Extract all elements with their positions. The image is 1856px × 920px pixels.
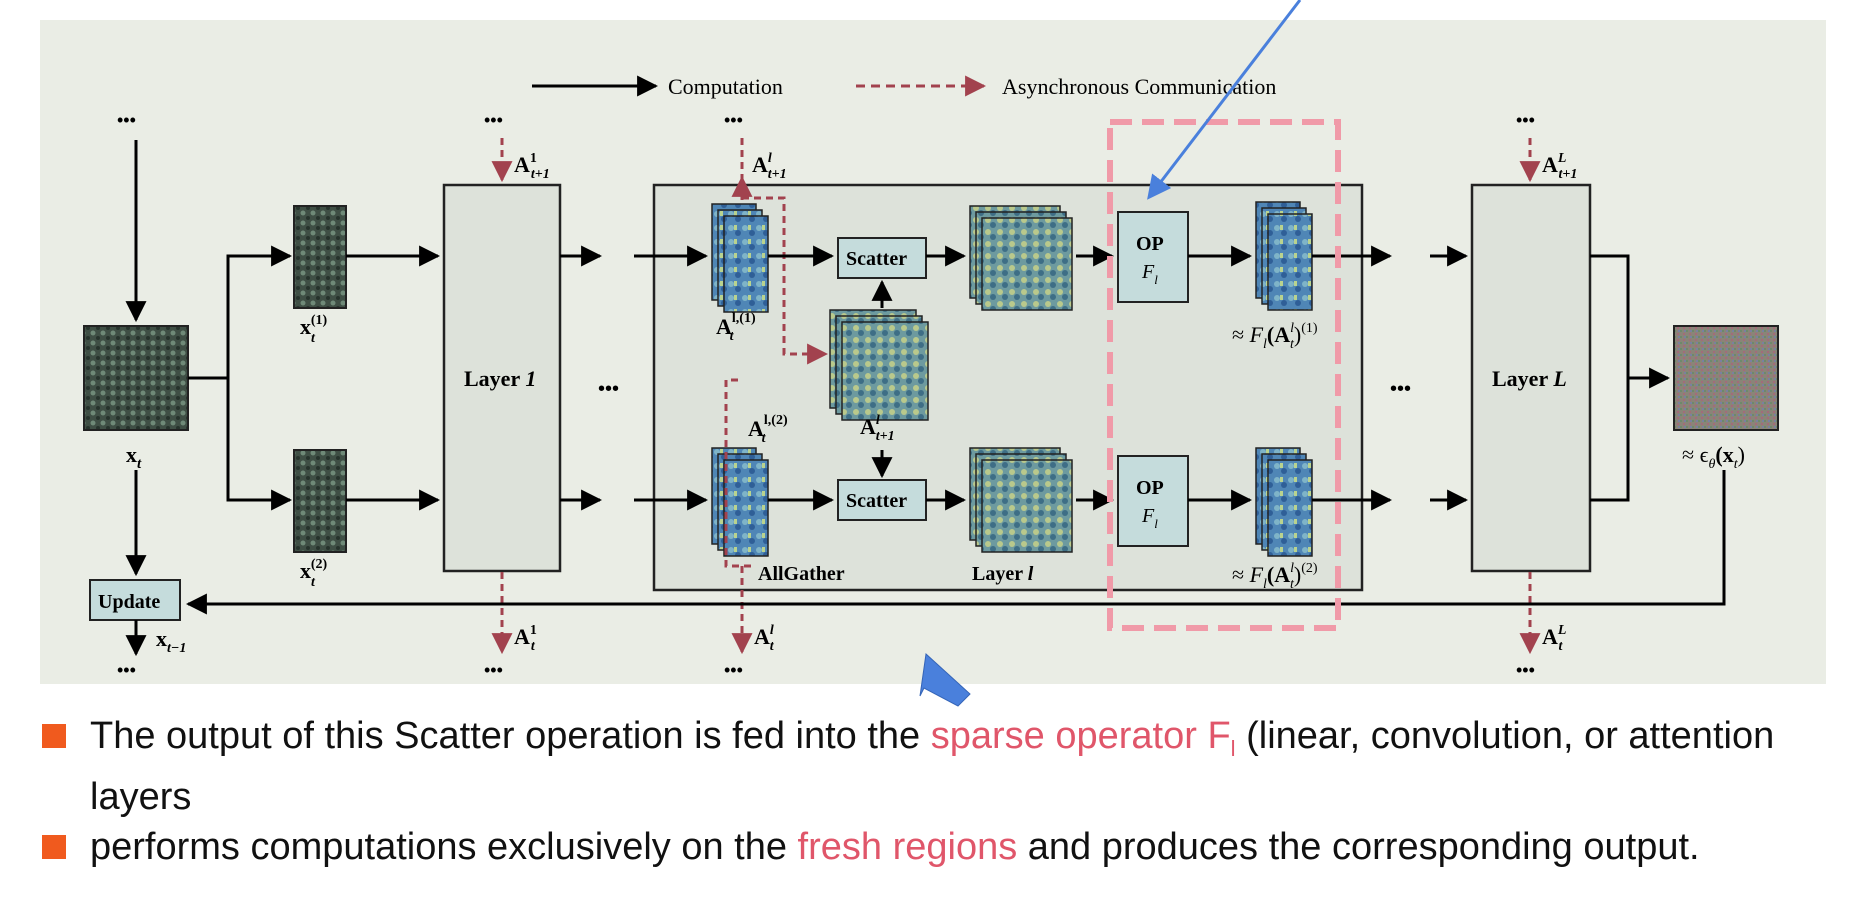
pointer-cursor-icon	[919, 652, 971, 707]
pointer-arrow-line	[1147, 0, 1302, 200]
op-box-bottom	[1117, 455, 1189, 547]
op-f-bottom: Fl	[1141, 505, 1158, 531]
patch-image-x1	[293, 205, 347, 309]
op-label-top: OP	[1136, 233, 1164, 255]
input-image-xt	[83, 325, 189, 431]
activation-stack-next	[829, 309, 929, 421]
layer-1-label: Layer 1	[464, 366, 536, 391]
dots-bottom-layerl: •••	[724, 660, 743, 680]
bullet-item-1: The output of this Scatter operation is …	[40, 712, 1840, 821]
bullet-1-before: The output of this Scatter operation is …	[90, 715, 931, 757]
update-label: Update	[98, 591, 160, 613]
dots-top-layer1: •••	[484, 110, 503, 130]
dots-top-layerl: •••	[724, 110, 743, 130]
legend-async-label: Asynchronous Communication	[1002, 74, 1276, 99]
label-Al1: Al,(1)t	[716, 311, 756, 344]
label-Al2: Al,(2)t	[748, 413, 788, 446]
label-x-prev: xt−1	[156, 626, 186, 656]
label-x1: xt(1)	[300, 313, 328, 346]
layer-L-box	[1470, 183, 1592, 573]
dots-top-x: •••	[117, 110, 136, 130]
patch-image-x2	[293, 449, 347, 553]
activation-stack-1	[711, 203, 769, 313]
label-x2: xt(2)	[300, 557, 328, 590]
layer-l-stack-bottom	[969, 447, 1073, 553]
dots-mid-right: •••	[1390, 378, 1411, 400]
op-label-bottom: OP	[1136, 477, 1164, 499]
bullet-1-after: (linear, convolution, or attention layer…	[90, 715, 1775, 818]
label-xt: xt	[126, 442, 142, 472]
dots-bottom-x: •••	[117, 660, 136, 680]
scatter-label-top: Scatter	[846, 248, 907, 270]
bullet-1-highlight: sparse operator Fl	[930, 715, 1236, 761]
legend: Computation Asynchronous Communication	[532, 74, 1276, 99]
layer-l-label: Layer l	[972, 563, 1034, 585]
op-output-stack-top	[1255, 201, 1313, 311]
bullet-item-2: performs computations exclusively on the…	[40, 823, 1840, 871]
dots-bottom-layerL: •••	[1516, 660, 1535, 680]
bullet-2-after: and produces the corresponding output.	[1017, 826, 1700, 868]
bullet-2-highlight: fresh regions	[797, 826, 1018, 868]
scatter-label-bottom: Scatter	[846, 490, 907, 512]
bullet-list: The output of this Scatter operation is …	[40, 712, 1840, 873]
dots-bottom-layer1: •••	[484, 660, 503, 680]
activation-stack-2	[711, 447, 769, 557]
scatter-box-top	[837, 237, 927, 279]
op-output-stack-bottom	[1255, 447, 1313, 557]
bullet-square-icon	[42, 835, 66, 859]
bullet-square-icon	[42, 724, 66, 748]
layer-L-label: Layer L	[1492, 366, 1567, 391]
legend-computation-label: Computation	[668, 74, 783, 99]
output-noise-image	[1673, 325, 1779, 431]
layer-1-box	[442, 183, 562, 573]
dots-mid-left: •••	[598, 378, 619, 400]
op-f-top: Fl	[1141, 261, 1158, 287]
label-eps: ≈ ϵθ(xt)	[1682, 442, 1745, 472]
bullet-2-before: performs computations exclusively on the	[90, 826, 798, 868]
dots-top-layerL: •••	[1516, 110, 1535, 130]
layer-l-stack-top	[969, 205, 1073, 311]
highlight-op-region	[1107, 119, 1341, 631]
op-box-top	[1117, 211, 1189, 303]
allgather-label: AllGather	[758, 563, 845, 585]
